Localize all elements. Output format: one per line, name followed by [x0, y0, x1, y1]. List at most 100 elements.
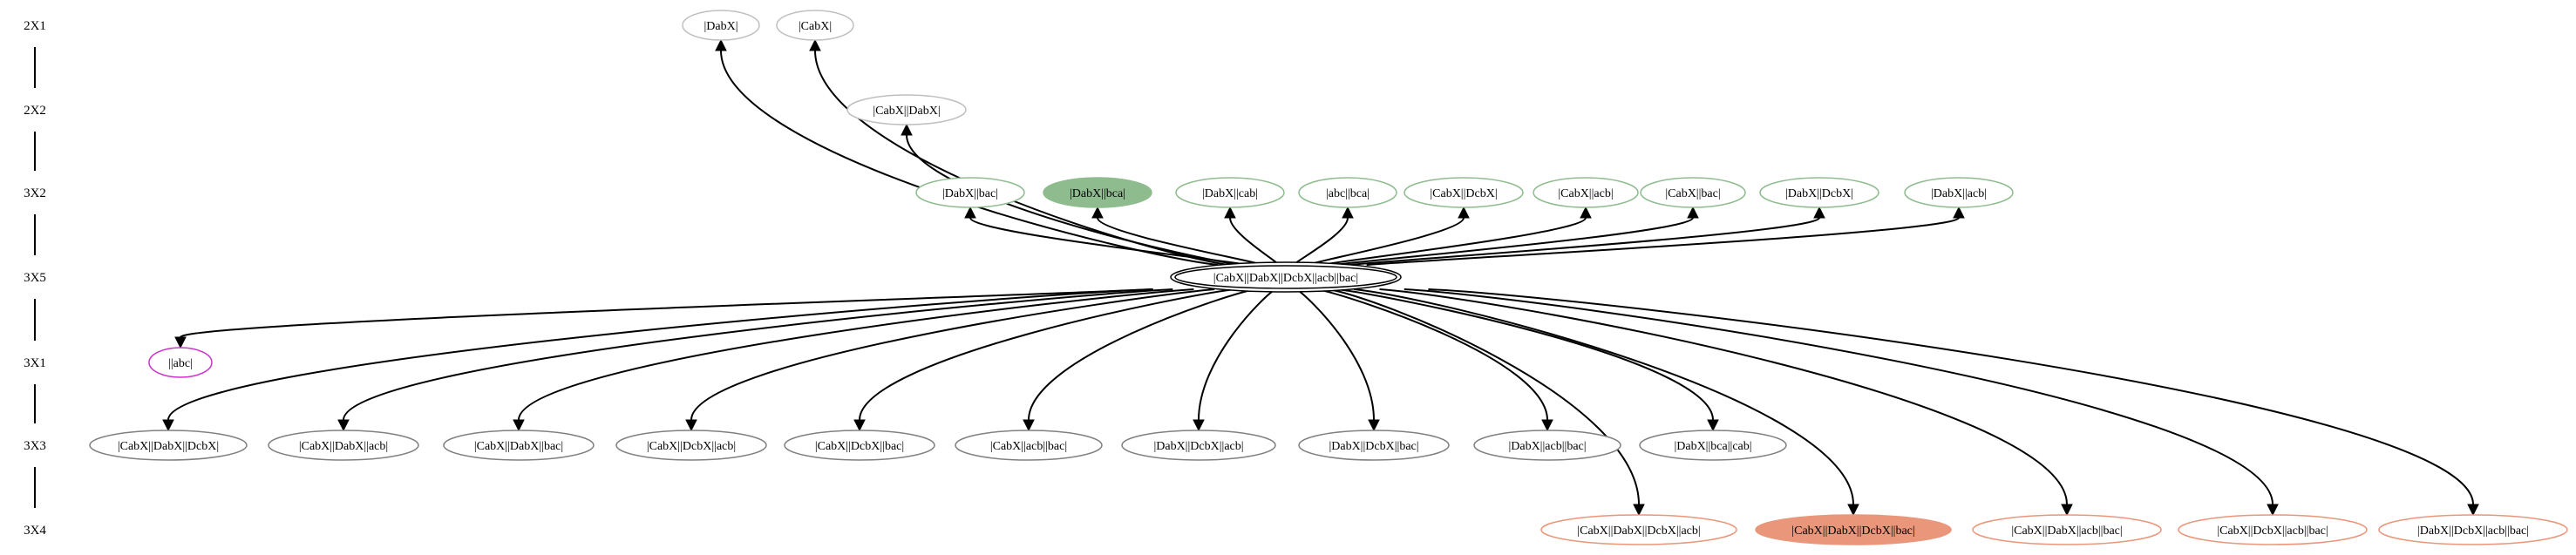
node-dabx-bac[interactable]: |DabX||bac| — [915, 177, 1025, 208]
node-ellipse — [1404, 177, 1524, 208]
edge-n_center-to-n_dabx_dcbx — [1349, 217, 1820, 266]
node-label: |DabX||DcbX||acb| — [1153, 440, 1243, 453]
node-label: |CabX||acb||bac| — [990, 440, 1067, 453]
node-cabx-bac[interactable]: |CabX||bac| — [1640, 177, 1746, 208]
node-ellipse — [1639, 430, 1787, 461]
node-ellipse — [1298, 177, 1397, 208]
edge-n_center-to-n_cabx_acb — [1322, 217, 1587, 266]
node-abc-bca[interactable]: |abc||bca| — [1298, 177, 1397, 208]
edge-n_center-to-n_dabx_acb — [1366, 217, 1960, 266]
node-label: |DabX||cab| — [1202, 187, 1258, 200]
node-ellipse — [1298, 430, 1450, 461]
edge-n_center-to-n_cabx_dcbx_acb — [690, 288, 1215, 421]
node-cabx-dabx-dcbx-acb[interactable]: |CabX||DabX||DcbX||acb| — [1540, 514, 1737, 545]
edge-n_center-to-n_cabx_dabx_acb — [343, 288, 1173, 421]
arrowhead — [1368, 419, 1380, 432]
node-label: |CabX||DabX||DcbX||bac| — [1791, 525, 1914, 538]
node-label: |abc||bca| — [1326, 187, 1370, 200]
edge-n_center-to-n_cabx_dabx_dcbx_acb — [1328, 288, 1640, 505]
edge-layer — [162, 38, 2479, 517]
arrowhead — [1847, 504, 1859, 517]
node-ellipse — [955, 430, 1103, 461]
edge-n_center-to-n_dabx_bca — [1097, 217, 1264, 266]
node-cabx-dabx-acb[interactable]: |CabX||DabX||acb| — [268, 430, 419, 461]
edge-n_center-to-n_dabx_bca_cab — [1336, 288, 1714, 421]
node-ellipse — [1533, 177, 1639, 208]
arrowhead — [162, 419, 174, 432]
rank-label-2x2: 2X2 — [24, 104, 46, 118]
node-dabx-dcbx-bac[interactable]: |DabX||DcbX||bac| — [1298, 430, 1450, 461]
node-label: |CabX||DabX||acb||bac| — [2011, 525, 2122, 538]
node-label: |DabX||DcbX||acb||bac| — [2417, 525, 2529, 538]
node-ellipse — [89, 430, 248, 461]
node-label: |CabX| — [799, 20, 832, 33]
node-cabx-dabx-acb-bac[interactable]: |CabX||DabX||acb||bac| — [1972, 514, 2162, 545]
node-dabx-bca[interactable]: |DabX||bca| — [1043, 177, 1152, 208]
node-dabx-dcbx-acb[interactable]: |DabX||DcbX||acb| — [1121, 430, 1276, 461]
node-cabx-acb[interactable]: |CabX||acb| — [1533, 177, 1639, 208]
edge-n_center-to-n_cabx_bac — [1334, 217, 1694, 266]
node-layer: |DabX| |CabX| |CabX||DabX| |DabX||bac| |DabX… — [89, 10, 2568, 545]
edge-n_center-to-n_dabx_dcbx_bac — [1295, 288, 1375, 421]
node-cabx-dabx-bac[interactable]: |CabX||DabX||bac| — [443, 430, 595, 461]
arrowhead — [901, 123, 913, 136]
arrowhead — [1633, 504, 1645, 517]
node-ellipse — [1904, 177, 2014, 208]
node-label: |CabX||DcbX||acb||bac| — [2217, 525, 2328, 538]
node-ellipse — [1473, 430, 1621, 461]
rank-label-3x5: 3X5 — [24, 271, 46, 285]
rank-label-3x2: 3X2 — [24, 186, 46, 200]
node-label: |DabX||acb||bac| — [1508, 440, 1586, 453]
arrowhead — [337, 419, 350, 432]
arrowhead — [964, 206, 976, 219]
edge-n_center-to-n_cabx_dabx_dcbx — [167, 288, 1152, 421]
node-abc[interactable]: ||abc| — [148, 347, 213, 378]
node-cabx-dcbx-acb-bac[interactable]: |CabX||DcbX||acb||bac| — [2178, 514, 2368, 545]
edge-n_center-to-n_cabx_dcbx_acb_bac — [1404, 288, 2274, 505]
arrowhead — [809, 38, 821, 51]
node-label: |CabX||DabX||acb| — [299, 440, 388, 453]
edge-n_center-to-n_cabx_dcbx_bac — [859, 288, 1235, 421]
edge-n_center-to-n_cabx_dabx_dcbx_bac — [1354, 288, 1854, 505]
node-cabx-dabx-dcbx-bac[interactable]: |CabX||DabX||DcbX||bac| — [1755, 514, 1952, 545]
node-ellipse — [1759, 177, 1879, 208]
node-ellipse — [148, 347, 213, 378]
edge-n_center-to-n_abc — [180, 288, 1153, 338]
node-ellipse — [776, 10, 854, 41]
node-dabx-dcbx[interactable]: |DabX||DcbX| — [1759, 177, 1879, 208]
arrowhead — [1091, 206, 1104, 219]
node-cabx-dabx-dcbx-acb-bac[interactable]: |CabX||DabX||DcbX||acb||bac| — [1170, 261, 1402, 293]
node-dabx[interactable]: |DabX| — [682, 10, 760, 41]
node-ellipse — [846, 94, 967, 125]
node-ellipse — [1121, 430, 1276, 461]
arrowhead — [1193, 419, 1205, 432]
node-dabx-bca-cab[interactable]: |DabX||bca||cab| — [1639, 430, 1787, 461]
node-cabx-dabx-dcbx[interactable]: |CabX||DabX||DcbX| — [89, 430, 248, 461]
edge-n_center-to-n_dabx_dcbx_acb — [1198, 288, 1276, 421]
node-dabx-acb[interactable]: |DabX||acb| — [1904, 177, 2014, 208]
arrowhead — [1342, 206, 1354, 219]
arrowhead — [1023, 419, 1035, 432]
node-cabx-dcbx-acb[interactable]: |CabX||DcbX||acb| — [615, 430, 767, 461]
node-dabx-cab[interactable]: |DabX||cab| — [1175, 177, 1285, 208]
arrowhead — [715, 38, 727, 51]
node-ellipse — [915, 177, 1025, 208]
node-label: |CabX||DabX||DcbX||acb| — [1577, 525, 1700, 538]
node-label: |CabX||acb| — [1558, 187, 1613, 200]
rank-label-3x3: 3X3 — [24, 439, 46, 453]
node-label: ||abc| — [168, 357, 193, 370]
node-cabx-dcbx[interactable]: |CabX||DcbX| — [1404, 177, 1524, 208]
node-ellipse — [1043, 177, 1152, 208]
node-cabx-dcbx-bac[interactable]: |CabX||DcbX||bac| — [784, 430, 935, 461]
node-inner-ring — [1174, 265, 1397, 289]
arrowhead — [2267, 504, 2279, 517]
node-cabx[interactable]: |CabX| — [776, 10, 854, 41]
edge-n_center-to-n_cabx_dabx_acb_bac — [1379, 288, 2068, 505]
node-ellipse — [443, 430, 595, 461]
node-cabx-acb-bac[interactable]: |CabX||acb||bac| — [955, 430, 1103, 461]
node-dabx-acb-bac[interactable]: |DabX||acb||bac| — [1473, 430, 1621, 461]
node-cabx-dabx[interactable]: |CabX||DabX| — [846, 94, 967, 125]
node-dabx-dcbx-acb-bac[interactable]: |DabX||DcbX||acb||bac| — [2378, 514, 2568, 545]
